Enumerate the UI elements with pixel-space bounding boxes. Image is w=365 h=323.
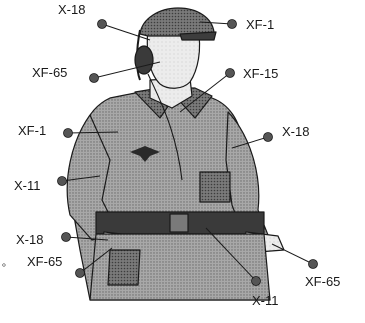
paint-dot-icon [309,260,318,269]
callout-label: X-11 [252,293,279,308]
paint-dot-icon [58,177,67,186]
edge-mark: 。 [2,258,12,269]
callout-label: XF-65 [305,274,340,289]
belt-buckle [170,214,188,232]
paint-dot-icon [62,233,71,242]
callout-helmet-top: X-18 [58,2,150,40]
lower-pocket [108,250,140,285]
callout-label: X-18 [282,124,309,139]
callout-right-hand: XF-65 [272,244,340,289]
paint-dot-icon [264,133,273,142]
paint-dot-icon [90,74,99,83]
callout-label: XF-65 [32,65,67,80]
cap-visor [180,32,216,40]
callout-label: XF-1 [18,123,46,138]
callout-label: X-11 [14,178,41,193]
callout-label: X-18 [16,232,43,247]
leader-line [272,244,313,264]
paint-dot-icon [226,69,235,78]
callout-label: X-18 [58,2,85,17]
paint-dot-icon [98,20,107,29]
callout-label: XF-15 [243,66,278,81]
callout-label: XF-1 [246,17,274,32]
paint-dot-icon [64,129,73,138]
paint-dot-icon [228,20,237,29]
paint-dot-icon [76,269,85,278]
callout-label: XF-65 [27,254,62,269]
headset-ear-cup [135,46,153,74]
chest-pocket [200,172,230,202]
soldier-figure [67,8,284,300]
paint-dot-icon [252,277,261,286]
